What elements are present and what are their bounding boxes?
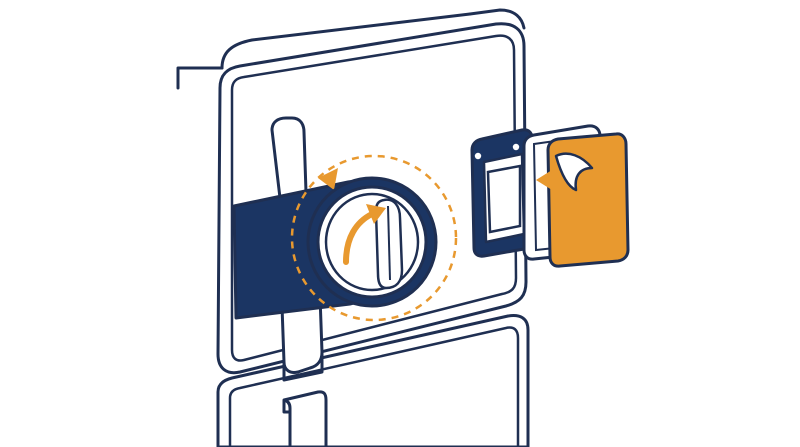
curved-arrow-icon — [343, 204, 386, 265]
fridge-cabinet — [176, 8, 526, 90]
dashed-circle-icon — [290, 154, 458, 322]
adhesive-sticker — [546, 132, 630, 268]
lower-door-handle — [282, 390, 328, 447]
lock-dial — [306, 176, 438, 308]
left-arrow-icon — [536, 170, 552, 190]
rotation-arrowhead-icon — [318, 168, 338, 190]
